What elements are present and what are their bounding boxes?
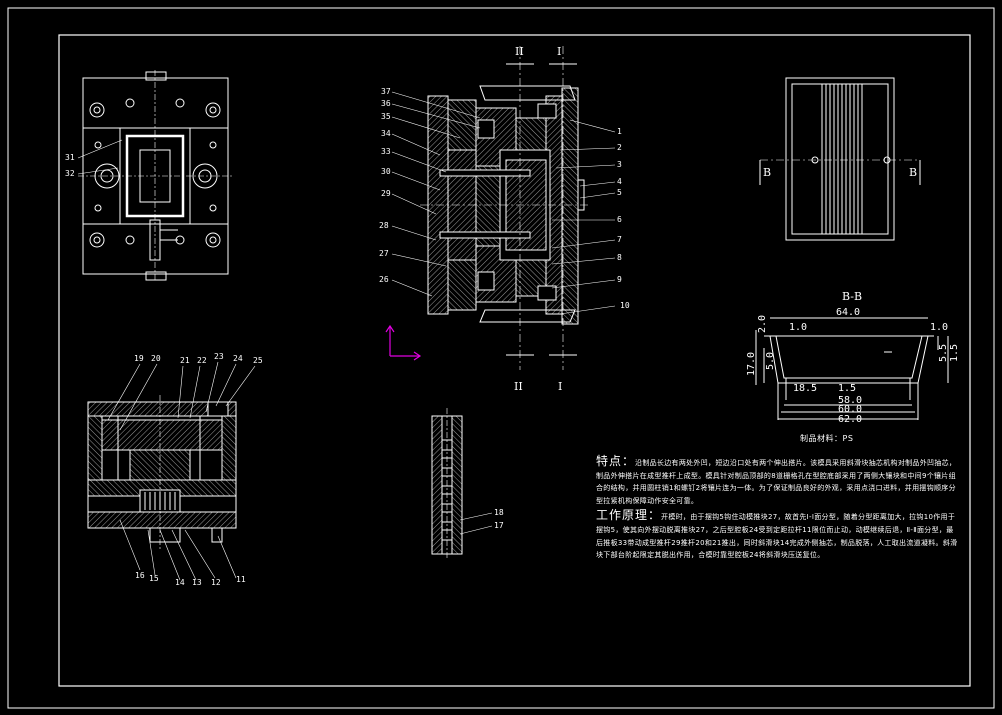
part-label-10: 10	[620, 301, 630, 310]
section-mark-B-right: B	[909, 166, 917, 179]
notes-block: 特点：沿制品长边有两处外凹，短边沿口处有两个伸出搭片。该模具采用斜滑块抽芯机构对…	[596, 455, 958, 564]
part-label-25: 25	[253, 356, 263, 365]
part-label-12: 12	[211, 578, 221, 587]
part-label-26: 26	[379, 275, 389, 284]
features-text: 沿制品长边有两处外凹，短边沿口处有两个伸出搭片。该模具采用斜滑块抽芯机构对制品外…	[596, 459, 957, 505]
part-label-36: 36	[381, 99, 391, 108]
plan-view	[78, 70, 232, 281]
main-view-leaders-left	[391, 91, 616, 315]
drawing-frame	[58, 34, 971, 687]
material-note: 制品材料：PS	[800, 434, 854, 443]
part-label-1: 1	[617, 127, 622, 136]
main-section-view	[420, 46, 590, 370]
features-heading: 特点：	[596, 454, 636, 468]
part-label-29: 29	[381, 189, 391, 198]
part-label-19: 19	[134, 354, 144, 363]
part-label-6: 6	[617, 215, 622, 224]
part-label-11: 11	[236, 575, 246, 584]
dim-60: 60.0	[838, 404, 862, 415]
detail-view	[431, 408, 463, 560]
part-label-3: 3	[617, 160, 622, 169]
dim-1-left: 1.0	[789, 322, 807, 333]
part-label-34: 34	[381, 129, 391, 138]
section-mark-II-top: II	[515, 45, 524, 58]
dim-1-right: 1.0	[930, 322, 948, 333]
part-label-22: 22	[197, 356, 207, 365]
section-mark-II-bottom: II	[514, 380, 523, 393]
part-label-14: 14	[175, 578, 185, 587]
part-label-27: 27	[379, 249, 389, 258]
part-label-35: 35	[381, 112, 391, 121]
features-paragraph: 特点：沿制品长边有两处外凹，短边沿口处有两个伸出搭片。该模具采用斜滑块抽芯机构对…	[596, 455, 958, 507]
outer-border	[7, 7, 995, 709]
part-label-7: 7	[617, 235, 622, 244]
product-section-BB	[755, 317, 949, 420]
part-label-30: 30	[381, 167, 391, 176]
part-label-2: 2	[617, 143, 622, 152]
part-label-37: 37	[381, 87, 391, 96]
part-label-4: 4	[617, 177, 622, 186]
part-label-5: 5	[617, 188, 622, 197]
section-mark-I-bottom: I	[558, 380, 562, 393]
dim-64: 64.0	[836, 307, 860, 318]
part-label-20: 20	[151, 354, 161, 363]
dim-58: 58.0	[838, 395, 862, 406]
part-label-32: 32	[65, 169, 75, 178]
section-mark-B-left: B	[763, 166, 771, 179]
section-mark-I-top: I	[557, 45, 561, 58]
lower-left-leaders	[107, 361, 256, 581]
dim-62: 62.0	[838, 414, 862, 425]
part-label-15: 15	[149, 574, 159, 583]
part-label-9: 9	[617, 275, 622, 284]
product-top-view	[759, 77, 921, 241]
dim-5-left: 5.0	[765, 352, 776, 370]
principle-text: 开模时，由于摆钩5钩住动模推块27，故首先Ⅰ-Ⅰ面分型，随着分型距离加大，拉钩1…	[596, 513, 958, 560]
part-label-31: 31	[65, 153, 75, 162]
part-label-18: 18	[494, 508, 504, 517]
part-label-16: 16	[135, 571, 145, 580]
part-label-28: 28	[379, 221, 389, 230]
part-label-17: 17	[494, 521, 504, 530]
section-title-BB: B-B	[842, 290, 862, 303]
dim-2: 2.0	[757, 315, 768, 333]
part-label-23: 23	[214, 352, 224, 361]
plan-view-leaders	[77, 139, 123, 175]
part-label-24: 24	[233, 354, 243, 363]
part-label-13: 13	[192, 578, 202, 587]
dim-17: 17.0	[746, 352, 757, 376]
part-label-21: 21	[180, 356, 190, 365]
dim-1-5-bottom: 1.5	[838, 383, 856, 394]
detail-view-leaders	[459, 512, 493, 535]
principle-heading: 工作原理：	[596, 508, 662, 523]
part-label-8: 8	[617, 253, 622, 262]
dim-1-5-right: 1.5	[949, 344, 960, 362]
dim-18-5: 18.5	[793, 383, 817, 394]
principle-paragraph: 工作原理：开模时，由于摆钩5钩住动模推块27，故首先Ⅰ-Ⅰ面分型，随着分型距离加…	[596, 509, 958, 561]
dim-5-5: 5.5	[938, 344, 949, 362]
lower-left-section-view	[87, 395, 237, 550]
part-label-33: 33	[381, 147, 391, 156]
ucs-axis-icon	[385, 324, 422, 361]
